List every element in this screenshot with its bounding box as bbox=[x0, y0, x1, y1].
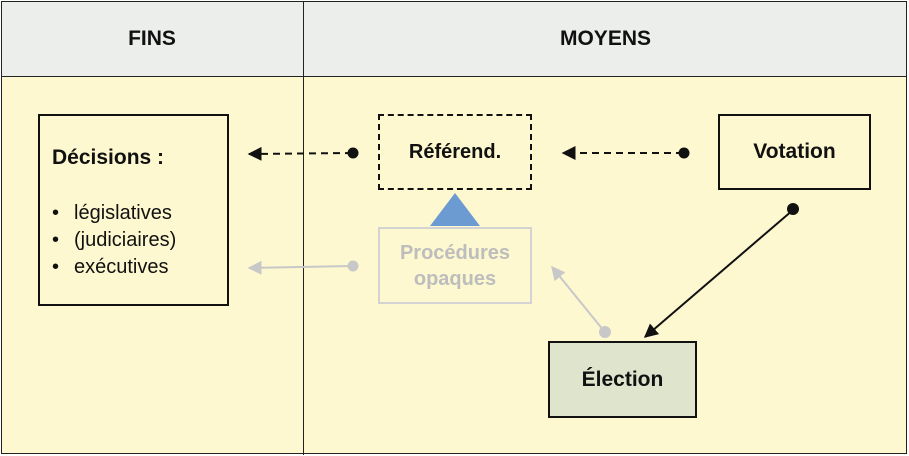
decisions-list: législatives (judiciaires) exécutives bbox=[52, 200, 176, 281]
election-label: Élection bbox=[581, 367, 664, 391]
referend-label: Référend. bbox=[408, 140, 502, 163]
header-row bbox=[1, 1, 907, 77]
arrow-votation-to-election bbox=[643, 203, 799, 338]
triangle-icon bbox=[430, 193, 480, 226]
arrow-votation-to-referend bbox=[561, 146, 690, 160]
referend-box: Référend. bbox=[378, 114, 532, 190]
decisions-item-legislatives: législatives bbox=[52, 200, 176, 227]
procedures-label-line2: opaques bbox=[413, 267, 497, 290]
decisions-item-executives: exécutives bbox=[52, 254, 176, 281]
election-box: Élection bbox=[548, 341, 697, 418]
decisions-box: Décisions : législatives (judiciaires) e… bbox=[38, 114, 229, 306]
arrow-procedures-to-decisions bbox=[247, 260, 359, 275]
arrow-election-to-procedures bbox=[551, 265, 611, 338]
header-fins: FINS bbox=[128, 27, 176, 50]
votation-label: Votation bbox=[753, 140, 836, 163]
decisions-item-judiciaires: (judiciaires) bbox=[52, 227, 176, 254]
column-divider bbox=[303, 1, 304, 455]
header-moyens: MOYENS bbox=[559, 27, 651, 50]
procedures-label-line1: Procédures bbox=[399, 241, 511, 264]
procedures-box: Procédures opaques bbox=[378, 227, 532, 304]
decisions-title: Décisions : bbox=[52, 146, 165, 169]
votation-box: Votation bbox=[718, 114, 871, 190]
arrow-referend-to-decisions bbox=[247, 146, 359, 161]
